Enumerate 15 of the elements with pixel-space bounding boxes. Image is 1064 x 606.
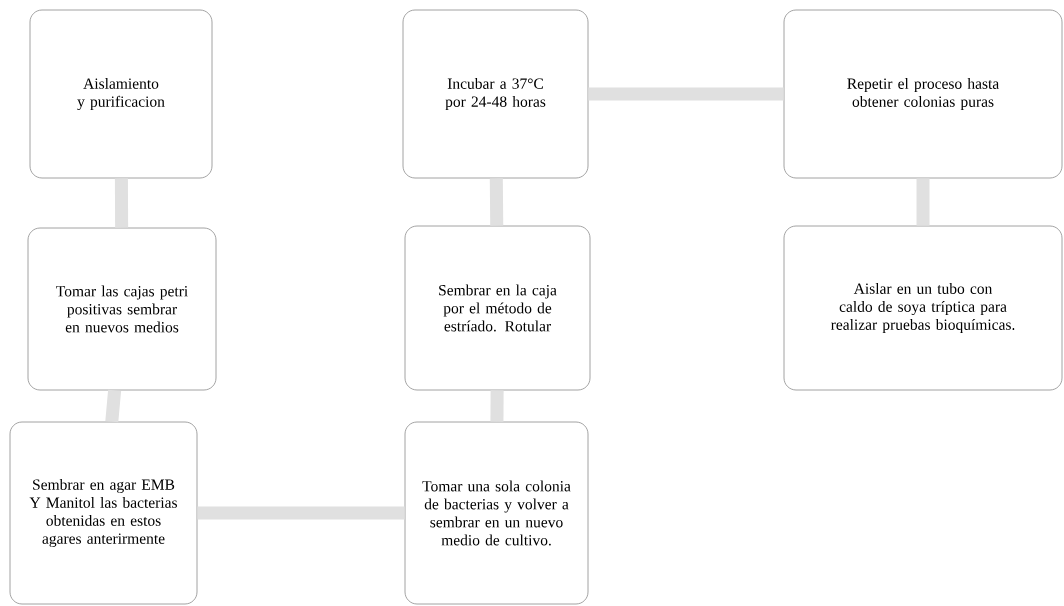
connector-bar xyxy=(490,390,504,422)
process-box: Sembrar en agar EMB Y Manitol las bacterias obtenidas en estos agares anterirmente xyxy=(9,421,198,605)
process-box: Sembrar en la caja por el método de estríado. Rotular xyxy=(404,225,591,391)
connector-bar xyxy=(916,178,930,226)
connector-bar xyxy=(489,178,504,226)
process-box: Tomar las cajas petri positivas sembrar en nuevos medios xyxy=(27,227,217,391)
process-box: Repetir el proceso hasta obtener colonias puras xyxy=(783,9,1063,179)
process-box: Tomar una sola colonia de bacterias y volver a sembrar en un nuevo medio de cultivo. xyxy=(404,421,589,605)
process-box: Incubar a 37°C por 24-48 horas xyxy=(402,9,589,179)
connector-bar xyxy=(114,178,129,228)
process-box: Aislamiento y purificacion xyxy=(29,9,213,179)
connector-bar xyxy=(105,389,122,423)
connector-bar xyxy=(197,506,405,520)
connector-bar xyxy=(588,87,784,101)
process-box: Aislar en un tubo con caldo de soya tríptica para realizar pruebas bioquímicas. xyxy=(783,225,1063,391)
